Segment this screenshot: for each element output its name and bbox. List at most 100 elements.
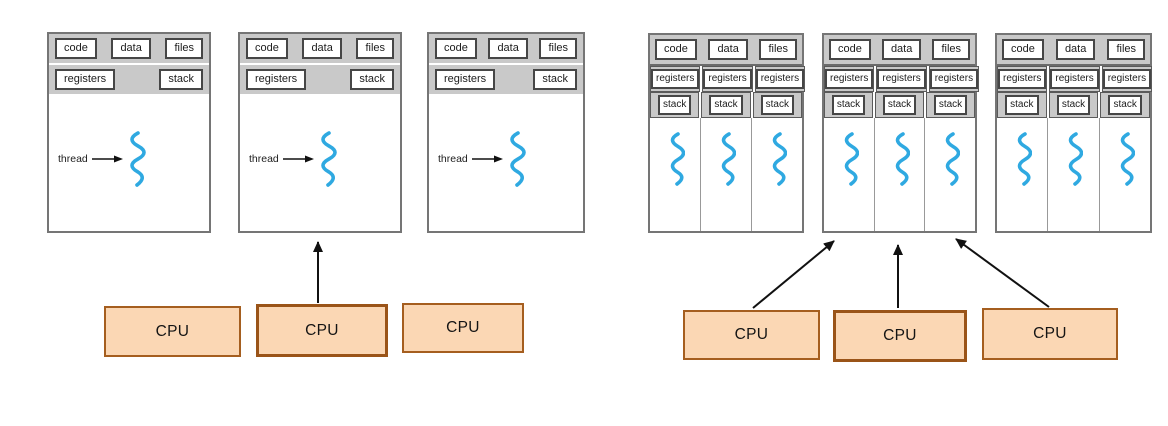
registers-cell: registers <box>876 66 927 92</box>
thread-squiggle-icon <box>844 132 859 186</box>
thread-column <box>824 118 875 231</box>
data-box: data <box>111 38 151 59</box>
registers-box: registers <box>1050 69 1099 89</box>
registers-cell: registers <box>928 66 980 92</box>
per-thread-stack-row: stack stack stack <box>997 92 1150 118</box>
stack-box: stack <box>159 69 203 90</box>
data-box: data <box>488 38 528 59</box>
thread-label: thread <box>438 153 468 165</box>
process-body: thread <box>49 94 209 231</box>
code-box: code <box>55 38 97 59</box>
files-box: files <box>539 38 577 59</box>
data-box: data <box>302 38 342 59</box>
threads-area <box>650 118 802 231</box>
threads-area <box>997 118 1150 231</box>
cpu-box-4: CPU <box>683 310 820 360</box>
registers-cell: registers <box>1049 66 1100 92</box>
process-body: thread <box>429 94 583 231</box>
cpu-box-1: CPU <box>104 306 241 357</box>
stack-cell: stack <box>752 92 802 118</box>
files-box: files <box>932 39 970 60</box>
registers-box: registers <box>998 69 1047 89</box>
data-box: data <box>881 39 922 60</box>
multithreaded-process-2: code data files registers registers regi… <box>822 33 980 233</box>
cpu-box-3: CPU <box>402 303 524 353</box>
registers-box: registers <box>877 69 926 89</box>
stack-cell: stack <box>701 92 751 118</box>
thread-pointer-arrow-icon <box>471 155 503 163</box>
registers-cell: registers <box>650 66 701 92</box>
registers-box: registers <box>246 69 307 90</box>
code-box: code <box>246 38 288 59</box>
thread-column <box>875 118 926 231</box>
code-data-files-band: code data files <box>429 34 583 65</box>
thread-column <box>650 118 701 231</box>
thread-label: thread <box>58 153 88 165</box>
stack-cell: stack <box>824 92 873 118</box>
registers-box: registers <box>929 69 979 89</box>
code-box: code <box>1002 39 1044 60</box>
registers-cell: registers <box>702 66 753 92</box>
registers-box: registers <box>435 69 496 90</box>
registers-box: registers <box>825 69 874 89</box>
thread-column <box>701 118 752 231</box>
thread-squiggle-icon <box>721 132 736 186</box>
registers-stack-band: registers stack <box>240 65 400 94</box>
thread-squiggle-icon <box>321 131 337 187</box>
stack-cell: stack <box>926 92 975 118</box>
stack-cell: stack <box>997 92 1047 118</box>
files-box: files <box>356 38 394 59</box>
multithreaded-process-3: code data files registers registers regi… <box>995 33 1153 233</box>
stack-box: stack <box>533 69 577 90</box>
code-data-files-band: code data files <box>650 35 802 66</box>
code-data-files-band: code data files <box>49 34 209 65</box>
stack-cell: stack <box>875 92 924 118</box>
thread-pointer-arrow-icon <box>91 155 123 163</box>
per-thread-stack-row: stack stack stack <box>650 92 802 118</box>
per-thread-registers-row: registers registers registers <box>997 66 1153 92</box>
thread-squiggle-icon <box>130 131 146 187</box>
stack-box: stack <box>760 95 794 115</box>
cpu-box-5: CPU <box>833 310 967 362</box>
thread-squiggle-icon <box>945 132 961 186</box>
thread-squiggle-icon <box>772 132 787 186</box>
files-box: files <box>1107 39 1145 60</box>
arrow-cpu4-to-thread1 <box>752 240 835 309</box>
stack-box: stack <box>933 95 968 115</box>
code-box: code <box>655 39 697 60</box>
files-box: files <box>165 38 203 59</box>
process-body: thread <box>240 94 400 231</box>
code-data-files-band: code data files <box>240 34 400 65</box>
stack-box: stack <box>1108 95 1142 115</box>
stack-box: stack <box>350 69 394 90</box>
threads-area <box>824 118 975 231</box>
stack-box: stack <box>1005 95 1039 115</box>
data-box: data <box>1055 39 1096 60</box>
thread-pointer-row: thread <box>249 130 337 188</box>
thread-squiggle-icon <box>895 132 910 186</box>
thread-squiggle-icon <box>510 131 526 187</box>
stack-box: stack <box>831 95 866 115</box>
registers-cell: registers <box>824 66 875 92</box>
registers-stack-band: registers stack <box>429 65 583 94</box>
registers-cell: registers <box>997 66 1048 92</box>
stack-box: stack <box>709 95 743 115</box>
stack-cell: stack <box>650 92 700 118</box>
data-box: data <box>708 39 748 60</box>
cpu-box-6: CPU <box>982 308 1118 360</box>
registers-box: registers <box>651 69 700 89</box>
arrow-cpu6-to-thread3 <box>955 238 1050 308</box>
stack-cell: stack <box>1100 92 1150 118</box>
per-thread-registers-row: registers registers registers <box>824 66 980 92</box>
code-box: code <box>435 38 477 59</box>
thread-pointer-arrow-icon <box>282 155 314 163</box>
thread-pointer-row: thread <box>58 130 146 188</box>
stack-box: stack <box>882 95 917 115</box>
thread-squiggle-icon <box>670 132 685 186</box>
thread-column <box>925 118 975 231</box>
thread-label: thread <box>249 153 279 165</box>
per-thread-stack-row: stack stack stack <box>824 92 975 118</box>
thread-column <box>1100 118 1150 231</box>
thread-pointer-row: thread <box>438 130 526 188</box>
